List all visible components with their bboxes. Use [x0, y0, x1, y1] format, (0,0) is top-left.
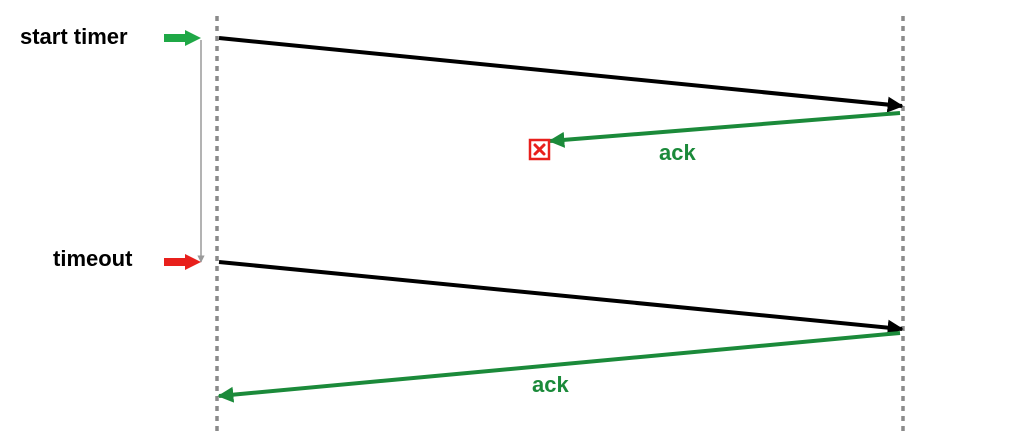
timeout-arrow-icon — [164, 254, 201, 270]
start-timer-arrow-icon — [164, 30, 201, 46]
packet-retransmission — [218, 260, 904, 336]
ack-received-label: ack — [532, 372, 569, 397]
packet-transmission-1 — [218, 36, 904, 113]
ack-received-arrow — [217, 331, 901, 403]
x-box-icon — [528, 138, 551, 161]
ack-lost-label: ack — [659, 140, 696, 165]
start-timer-label: start timer — [20, 24, 128, 49]
timeout-label: timeout — [53, 246, 133, 271]
ack-lost-arrow — [548, 111, 901, 148]
